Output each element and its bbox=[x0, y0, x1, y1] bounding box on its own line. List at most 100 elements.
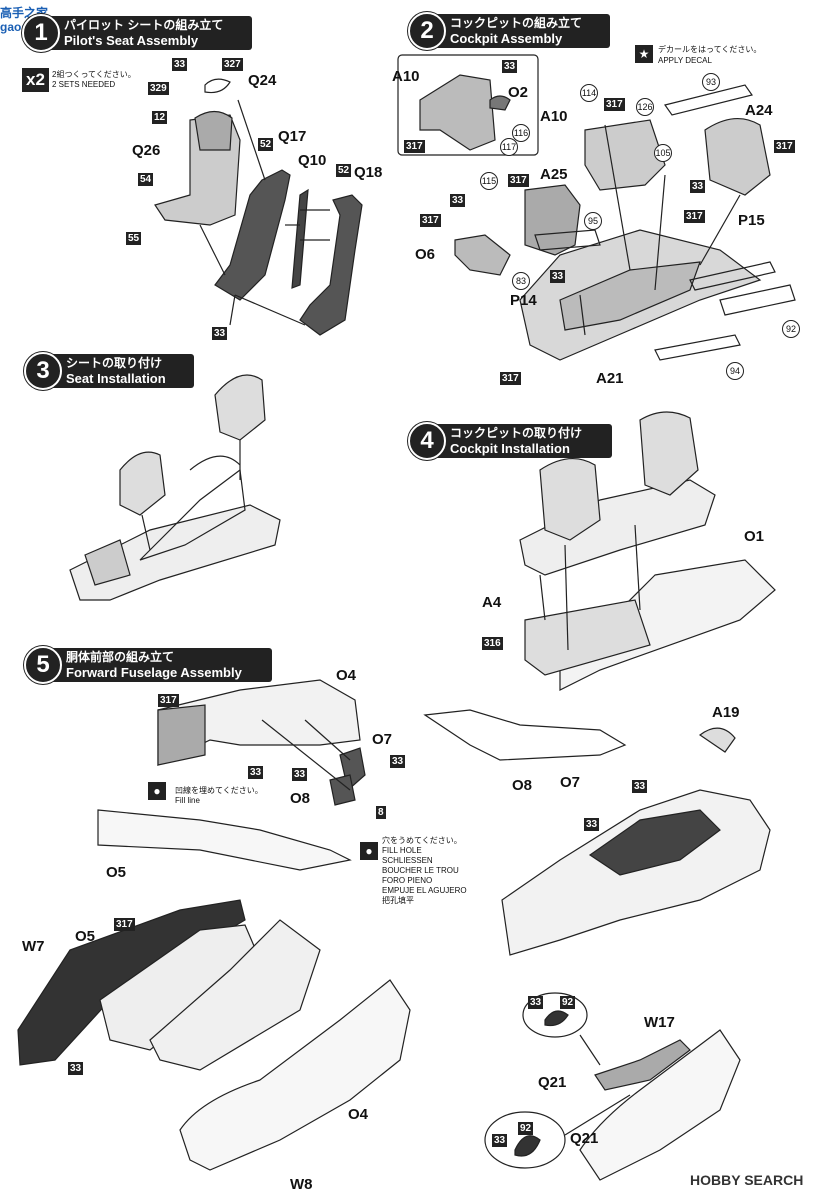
step-title-jp: コックピットの取り付け bbox=[450, 426, 583, 440]
part-number: 33 bbox=[172, 58, 188, 71]
part-number: 327 bbox=[222, 58, 243, 71]
part-label: O6 bbox=[415, 246, 436, 263]
part-label: Q18 bbox=[354, 164, 383, 181]
decal-note-jp: デカールをはってください。 bbox=[658, 45, 762, 54]
part-label: Q21 bbox=[538, 1074, 567, 1091]
decal-number: 83 bbox=[512, 272, 530, 290]
part-number: 317 bbox=[774, 140, 795, 153]
step-title-en: Forward Fuselage Assembly bbox=[66, 665, 242, 680]
step-title-en: Seat Installation bbox=[66, 371, 166, 386]
decal-number: 117 bbox=[500, 138, 518, 156]
decal-number: 94 bbox=[726, 362, 744, 380]
part-label: Q10 bbox=[298, 152, 327, 169]
decal-number: 92 bbox=[782, 320, 800, 338]
hobby-search-watermark: HOBBY SEARCH bbox=[690, 1172, 804, 1188]
part-label: P15 bbox=[738, 212, 765, 229]
part-label: O2 bbox=[508, 84, 529, 101]
part-number: 92 bbox=[560, 996, 576, 1009]
part-number: 33 bbox=[690, 180, 706, 193]
part-label: A21 bbox=[596, 370, 624, 387]
step-number: 1 bbox=[22, 14, 60, 52]
part-number: 12 bbox=[152, 111, 168, 124]
multiplier-note-jp: 2組つくってください。 bbox=[52, 70, 136, 79]
fill-line-icon: ● bbox=[148, 782, 166, 800]
step-title-jp: シートの取り付け bbox=[66, 356, 163, 370]
part-label: O5 bbox=[106, 864, 127, 881]
step4-header: 4 コックピットの取り付け Cockpit Installation bbox=[408, 422, 612, 460]
part-number: 316 bbox=[482, 637, 503, 650]
step1-header: 1 パイロット シートの組み立て Pilot's Seat Assembly bbox=[22, 14, 252, 52]
part-label: Q26 bbox=[132, 142, 161, 159]
decal-note-en: APPLY DECAL bbox=[658, 56, 712, 65]
part-number: 55 bbox=[126, 232, 142, 245]
part-label: W7 bbox=[22, 938, 45, 955]
part-label: A19 bbox=[712, 704, 740, 721]
part-number: 8 bbox=[376, 806, 386, 819]
part-label: O5 bbox=[75, 928, 96, 945]
part-number: 52 bbox=[336, 164, 352, 177]
decal-number: 114 bbox=[580, 84, 598, 102]
decal-star-icon: ★ bbox=[635, 45, 653, 63]
part-label: O8 bbox=[512, 777, 533, 794]
step-number: 4 bbox=[408, 422, 446, 460]
part-label: Q17 bbox=[278, 128, 307, 145]
part-number: 33 bbox=[248, 766, 264, 779]
fill-line-note-jp: 凹線を埋めてください。 bbox=[175, 786, 263, 795]
part-number: 317 bbox=[684, 210, 705, 223]
part-number: 33 bbox=[212, 327, 228, 340]
part-number: 317 bbox=[420, 214, 441, 227]
part-label: W17 bbox=[644, 1014, 675, 1031]
multiplier-badge: x2 bbox=[22, 68, 49, 92]
part-label: Q21 bbox=[570, 1130, 599, 1147]
decal-number: 116 bbox=[512, 124, 530, 142]
part-number: 317 bbox=[158, 694, 179, 707]
part-label: O8 bbox=[290, 790, 311, 807]
part-number: 317 bbox=[500, 372, 521, 385]
part-number: 33 bbox=[68, 1062, 84, 1075]
step-title-en: Cockpit Installation bbox=[450, 441, 570, 456]
fill-hole-note: 穴をうめてください。 FILL HOLE SCHLIESSEN BOUCHER … bbox=[382, 836, 467, 905]
decal-number: 95 bbox=[584, 212, 602, 230]
part-number: 33 bbox=[584, 818, 600, 831]
step3-header: 3 シートの取り付け Seat Installation bbox=[24, 352, 194, 390]
step-number: 2 bbox=[408, 12, 446, 50]
step5-header: 5 胴体前部の組み立て Forward Fuselage Assembly bbox=[24, 646, 272, 684]
step-title-jp: コックピットの組み立て bbox=[450, 16, 583, 30]
decal-number: 105 bbox=[654, 144, 672, 162]
fill-hole-icon: ● bbox=[360, 842, 378, 860]
part-label: A10 bbox=[392, 68, 420, 85]
part-label: O1 bbox=[744, 528, 765, 545]
part-number: 54 bbox=[138, 173, 154, 186]
step-number: 3 bbox=[24, 352, 62, 390]
step-title-jp: パイロット シートの組み立て bbox=[64, 18, 224, 32]
part-label: W8 bbox=[290, 1176, 313, 1193]
part-label: A4 bbox=[482, 594, 502, 611]
fill-line-note-en: Fill line bbox=[175, 796, 200, 805]
step-title-jp: 胴体前部の組み立て bbox=[66, 650, 175, 664]
part-number: 317 bbox=[114, 918, 135, 931]
part-number: 317 bbox=[604, 98, 625, 111]
step-title-en: Pilot's Seat Assembly bbox=[64, 33, 199, 48]
part-number: 92 bbox=[518, 1122, 534, 1135]
step-number: 5 bbox=[24, 646, 62, 684]
step2-header: 2 コックピットの組み立て Cockpit Assembly bbox=[408, 12, 610, 50]
part-number: 317 bbox=[404, 140, 425, 153]
part-label: A10 bbox=[540, 108, 568, 125]
part-label: O7 bbox=[372, 731, 393, 748]
part-number: 52 bbox=[258, 138, 274, 151]
part-number: 33 bbox=[550, 270, 566, 283]
step-title-en: Cockpit Assembly bbox=[450, 31, 563, 46]
part-number: 33 bbox=[492, 1134, 508, 1147]
part-number: 33 bbox=[528, 996, 544, 1009]
part-number: 317 bbox=[508, 174, 529, 187]
part-label: O4 bbox=[348, 1106, 369, 1123]
part-number: 329 bbox=[148, 82, 169, 95]
decal-number: 93 bbox=[702, 73, 720, 91]
part-label: O7 bbox=[560, 774, 581, 791]
decal-number: 115 bbox=[480, 172, 498, 190]
part-label: Q24 bbox=[248, 72, 277, 89]
part-label: P14 bbox=[510, 292, 537, 309]
part-number: 33 bbox=[292, 768, 308, 781]
part-number: 33 bbox=[450, 194, 466, 207]
